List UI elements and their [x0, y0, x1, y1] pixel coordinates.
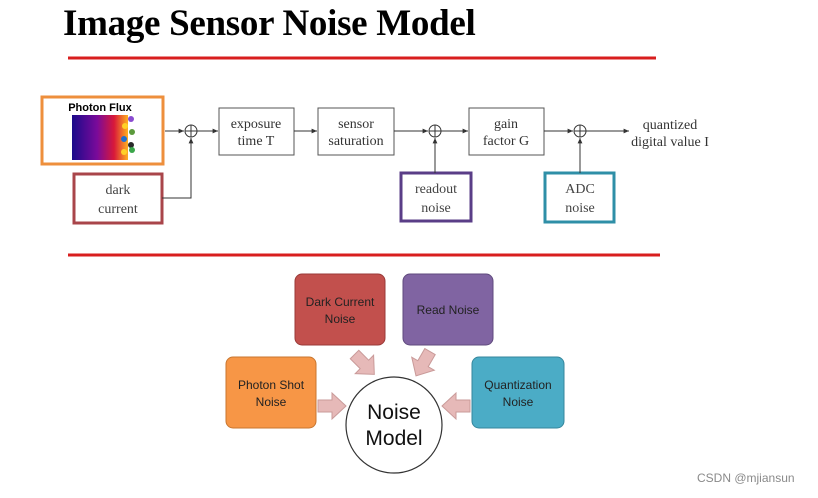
photon-dots: [121, 116, 135, 155]
arrow-from-quantization: [441, 391, 471, 421]
sum-node-1: [184, 124, 198, 138]
arrow-from-dark-current: [349, 349, 375, 375]
sum-node-3: [573, 124, 587, 138]
gain-label-1: gain: [494, 117, 518, 132]
gain-box: [468, 107, 545, 156]
photon-shot-noise-label-2: Noise: [256, 395, 287, 409]
photon-shot-noise-label-1: Photon Shot: [238, 378, 305, 392]
dark-current-noise-label-1: Dark Current: [306, 295, 375, 309]
photon-flux-label: Photon Flux: [68, 102, 132, 114]
output-label-2: digital value I: [631, 135, 709, 150]
exposure-box: [218, 107, 295, 156]
slide-title: Image Sensor Noise Model: [63, 3, 476, 44]
gain-label-2: factor G: [483, 134, 529, 149]
readout-noise-label-2: noise: [421, 201, 451, 216]
saturation-label-2: saturation: [328, 134, 383, 149]
quantization-noise-label-1: Quantization: [484, 378, 551, 392]
readout-noise-label-1: readout: [415, 182, 457, 197]
noise-model-label-2: Model: [365, 427, 422, 450]
adc-noise-label-2: noise: [565, 201, 595, 216]
adc-noise-label-1: ADC: [565, 182, 595, 197]
photon-shot-noise-box: [225, 356, 317, 429]
adc-noise-box: [543, 171, 616, 224]
photon-flux-gradient: [72, 115, 128, 160]
readout-noise-box: [399, 171, 473, 223]
watermark: CSDN @mjiansun: [697, 471, 795, 485]
output-label-1: quantized: [643, 118, 697, 133]
exposure-label-2: time T: [238, 134, 275, 149]
block-arrows: [317, 347, 471, 421]
read-noise-label: Read Noise: [417, 303, 480, 317]
dark-current-label-1: dark: [106, 183, 131, 198]
saturation-label-1: sensor: [338, 117, 374, 132]
exposure-label-1: exposure: [231, 117, 282, 132]
noise-model-circle: [345, 376, 443, 474]
dark-current-label-2: current: [98, 202, 138, 217]
saturation-box: [317, 107, 395, 156]
quantization-noise-box: [471, 356, 565, 429]
quantization-noise-label-2: Noise: [503, 395, 534, 409]
arrow-from-read-noise: [410, 347, 436, 377]
arrow-from-photon-shot: [317, 391, 347, 421]
dark-current-noise-box: [294, 273, 386, 346]
pipeline-connectors: [162, 128, 629, 199]
dark-current-noise-label-2: Noise: [325, 312, 356, 326]
read-noise-box: [402, 273, 494, 346]
noise-model-label-1: Noise: [367, 401, 421, 424]
sum-node-2: [428, 124, 442, 138]
